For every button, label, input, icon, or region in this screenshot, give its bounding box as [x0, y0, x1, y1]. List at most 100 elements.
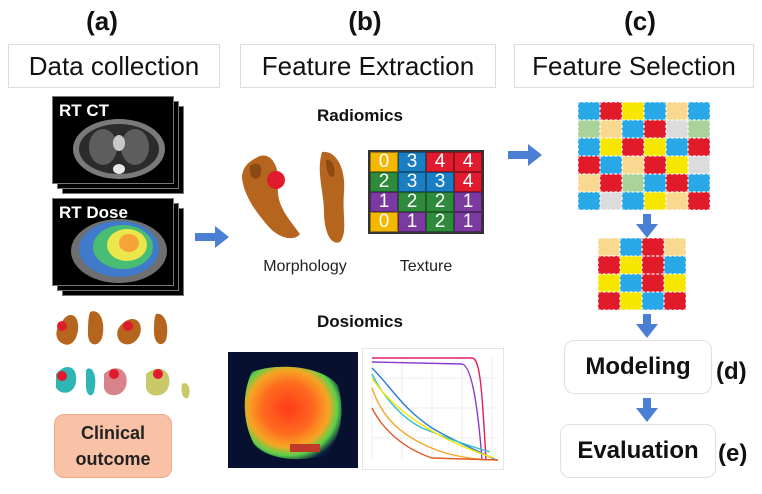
selected-feature-cell — [664, 256, 686, 274]
feature-extraction-header: Feature Extraction — [240, 44, 496, 88]
feature-cell — [600, 174, 622, 192]
feature-cell — [578, 174, 600, 192]
texture-cell: 1 — [398, 211, 426, 232]
selected-feature-cell — [598, 256, 620, 274]
texture-cell: 4 — [426, 151, 454, 172]
feature-cell — [644, 192, 666, 210]
organ-contours — [56, 311, 190, 399]
feature-cell — [578, 156, 600, 174]
modeling-letter: (d) — [716, 358, 747, 385]
feature-cell — [666, 102, 688, 120]
feature-cell — [666, 156, 688, 174]
morphology-3d-organs — [242, 151, 345, 243]
texture-cell: 1 — [454, 191, 482, 212]
radiomics-label: Radiomics — [317, 106, 403, 125]
dose-map-image — [71, 219, 167, 283]
clinical-outcome-box: Clinical outcome — [54, 414, 172, 478]
feature-cell — [578, 192, 600, 210]
texture-cell: 2 — [426, 211, 454, 232]
selected-feature-cell — [642, 292, 664, 310]
selected-feature-cell — [664, 274, 686, 292]
feature-cell — [644, 156, 666, 174]
texture-cell: 3 — [426, 171, 454, 192]
texture-cell: 3 — [398, 171, 426, 192]
texture-cell: 0 — [370, 211, 398, 232]
feature-cell — [688, 192, 710, 210]
feature-cell — [688, 102, 710, 120]
texture-cell: 0 — [370, 151, 398, 172]
ct-image-stack: RT CT — [52, 96, 184, 194]
dosiomics-label: Dosiomics — [317, 312, 403, 331]
selected-feature-cell — [664, 238, 686, 256]
selected-feature-cell — [598, 274, 620, 292]
texture-cell: 3 — [398, 151, 426, 172]
clinical-line-1: Clinical — [80, 423, 146, 443]
panel-b-letter: (b) — [348, 6, 382, 36]
texture-label: Texture — [399, 258, 453, 275]
texture-cell: 4 — [454, 151, 482, 172]
evaluation-letter: (e) — [718, 440, 748, 467]
clinical-line-2: outcome — [75, 449, 151, 469]
texture-cell: 2 — [426, 191, 454, 212]
feature-cell — [666, 174, 688, 192]
texture-cell: 2 — [370, 171, 398, 192]
full-feature-grid — [578, 102, 710, 210]
feature-cell — [644, 174, 666, 192]
feature-cell — [622, 174, 644, 192]
selected-feature-cell — [620, 238, 642, 256]
texture-cell: 1 — [454, 211, 482, 232]
selected-feature-cell — [598, 238, 620, 256]
dose-heatmap-image — [228, 352, 358, 468]
rt-ct-label: RT CT — [59, 101, 110, 120]
texture-cell: 4 — [454, 171, 482, 192]
selected-feature-cell — [642, 238, 664, 256]
feature-cell — [644, 102, 666, 120]
selected-feature-cell — [642, 274, 664, 292]
evaluation-box: Evaluation — [560, 424, 716, 478]
panel-c-letter: (c) — [624, 6, 656, 36]
feature-cell — [578, 120, 600, 138]
feature-selection-header: Feature Selection — [514, 44, 754, 88]
selected-feature-grid — [598, 238, 686, 310]
panel-a-letter: (a) — [86, 6, 118, 36]
arrow-b-to-c-icon — [508, 144, 542, 166]
dvh-curves-chart — [362, 348, 504, 470]
feature-cell — [622, 138, 644, 156]
arrow-a-to-b-icon — [195, 226, 229, 248]
feature-cell — [688, 174, 710, 192]
feature-cell — [688, 156, 710, 174]
feature-cell — [622, 156, 644, 174]
selected-feature-cell — [598, 292, 620, 310]
feature-cell — [688, 138, 710, 156]
feature-cell — [688, 120, 710, 138]
feature-cell — [578, 102, 600, 120]
selected-feature-cell — [664, 292, 686, 310]
ct-scan-image — [73, 119, 165, 179]
selected-feature-matrix — [598, 238, 686, 310]
selected-feature-cell — [620, 274, 642, 292]
feature-cell — [622, 192, 644, 210]
dose-image-stack: RT Dose — [52, 198, 184, 296]
feature-cell — [600, 156, 622, 174]
ct-slice-front: RT CT — [52, 96, 174, 184]
texture-cell: 1 — [370, 191, 398, 212]
feature-cell — [600, 192, 622, 210]
feature-cell — [622, 102, 644, 120]
arrow-down-1-icon — [636, 214, 658, 238]
feature-cell — [578, 138, 600, 156]
feature-cell — [600, 138, 622, 156]
texture-cell: 2 — [398, 191, 426, 212]
feature-cell — [622, 120, 644, 138]
feature-cell — [644, 138, 666, 156]
selected-feature-cell — [620, 256, 642, 274]
arrow-down-2-icon — [636, 314, 658, 338]
feature-cell — [600, 102, 622, 120]
selected-feature-cell — [642, 256, 664, 274]
dose-slice-front: RT Dose — [52, 198, 174, 286]
modeling-box: Modeling — [564, 340, 712, 394]
feature-cell — [600, 120, 622, 138]
data-collection-header: Data collection — [8, 44, 220, 88]
arrow-down-3-icon — [636, 398, 658, 422]
